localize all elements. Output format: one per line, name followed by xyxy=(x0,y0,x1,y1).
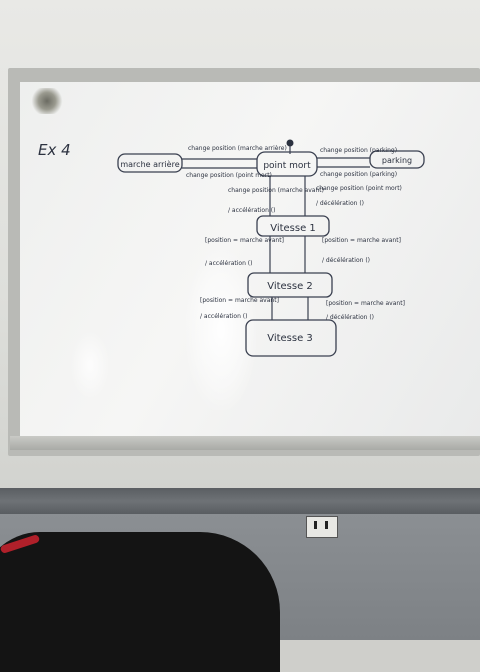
edge-v1-to-pm-label: change position (point mort) xyxy=(316,185,402,192)
state-parking-label: parking xyxy=(382,156,412,165)
edge-v3-to-v2-guard: [position = marche avant] xyxy=(326,300,405,307)
exercise-label: Ex 4 xyxy=(38,141,71,159)
state-vitesse-2-label: Vitesse 2 xyxy=(267,281,313,292)
edge-v2-to-v3-guard: [position = marche avant] xyxy=(200,297,279,304)
outlet-hole-right xyxy=(325,521,328,529)
edge-v2-to-v1-guard: [position = marche avant] xyxy=(322,237,401,244)
light-glare xyxy=(186,250,256,410)
state-point-mort-label: point mort xyxy=(263,161,311,171)
outlet-hole-left xyxy=(314,521,317,529)
state-diagram: Ex 4 marche arrière point mort parking V… xyxy=(38,139,425,529)
wall-rail xyxy=(0,488,480,514)
state-vitesse-1-label: Vitesse 1 xyxy=(270,223,316,234)
edge-v1-to-v2-action: / accélération () xyxy=(205,260,252,267)
state-vitesse-1 xyxy=(256,215,330,237)
edge-parking-to-pm-label: change position (parking) xyxy=(320,171,397,178)
edge-v2-to-v1-action: / décélération () xyxy=(322,257,370,264)
edge-v1-to-pm-action: / décélération () xyxy=(316,200,364,207)
state-point-mort xyxy=(256,151,318,177)
edge-v1-to-v2-guard: [position = marche avant] xyxy=(205,237,284,244)
edge-pm-to-v1-label: change position (marche avant) xyxy=(228,187,324,194)
edge-pm-to-arriere-label: change position (marche arrière) xyxy=(188,145,287,152)
light-glare-small xyxy=(70,330,110,400)
edge-v2-to-v3-action: / accélération () xyxy=(200,313,247,320)
edge-pm-to-v1-action: / accélération () xyxy=(228,207,275,214)
marker-tray xyxy=(10,436,480,450)
state-parking xyxy=(369,150,425,169)
eraser-smudge xyxy=(30,88,64,114)
state-marche-arriere-label: marche arrière xyxy=(120,159,179,169)
state-vitesse-2 xyxy=(247,272,333,298)
state-marche-arriere xyxy=(117,153,183,173)
state-vitesse-3-label: Vitesse 3 xyxy=(267,333,313,344)
state-vitesse-3 xyxy=(245,319,337,357)
edge-pm-to-parking-label: change position (parking) xyxy=(320,147,397,154)
initial-state-dot xyxy=(286,139,294,147)
edge-v3-to-v2-action: / décélération () xyxy=(326,314,374,321)
edge-arriere-to-pm-label: change position (point mort) xyxy=(186,172,272,179)
